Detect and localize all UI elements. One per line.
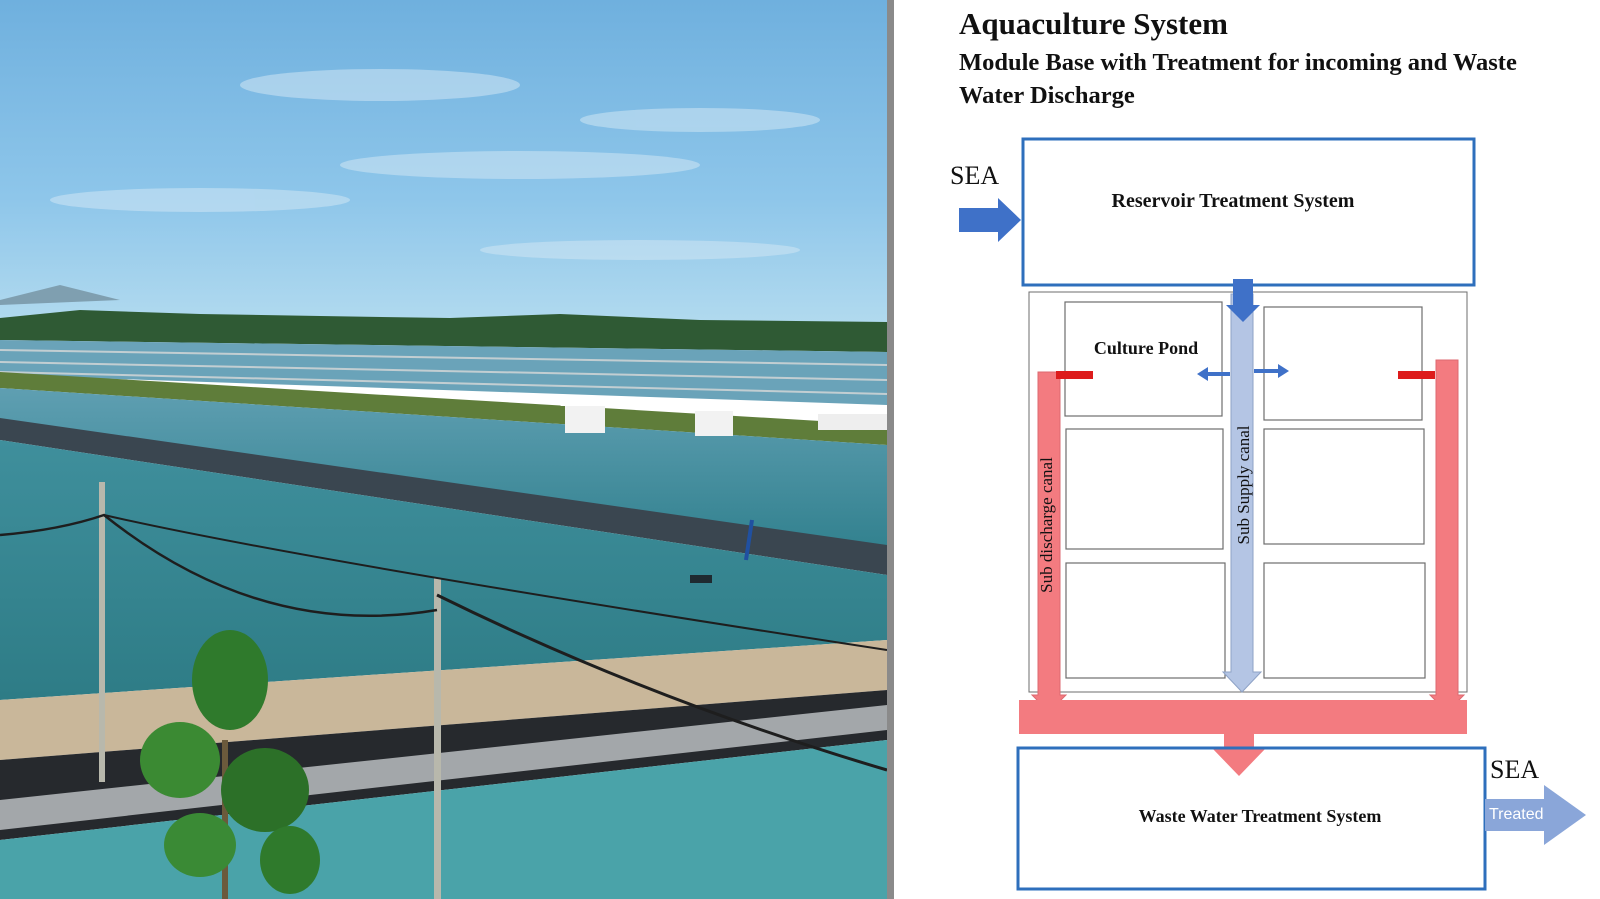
diagram-title: Aquaculture System xyxy=(959,6,1228,41)
reservoir-label: Reservoir Treatment System xyxy=(1112,190,1355,212)
sub-discharge-label: Sub discharge canal xyxy=(1037,457,1056,593)
sea-inflow-arrow xyxy=(959,198,1021,242)
clouds xyxy=(50,69,820,260)
waste-water-label: Waste Water Treatment System xyxy=(1139,806,1382,826)
sea-outflow-label: SEA xyxy=(1490,755,1539,784)
flow-diagram: Reservoir Treatment System SEA Culture P… xyxy=(950,137,1586,891)
sea-inflow-label: SEA xyxy=(950,161,999,190)
supply-entry-arrow xyxy=(1226,279,1260,322)
treated-label: Treated xyxy=(1489,806,1544,823)
treated-outflow-arrow xyxy=(1485,785,1586,845)
panel-divider xyxy=(887,0,894,899)
discharge-valve-left xyxy=(1056,371,1093,379)
culture-pond-2 xyxy=(1263,306,1423,421)
culture-pond-5 xyxy=(1065,562,1226,679)
aerator xyxy=(690,519,754,583)
far-pond-dikes xyxy=(0,349,887,395)
supply-arrow-left xyxy=(1197,367,1230,381)
foam-line xyxy=(0,705,887,830)
discharge-to-waste-arrow xyxy=(1212,726,1266,776)
culture-pond-label: Culture Pond xyxy=(1094,338,1198,358)
culture-pond-6 xyxy=(1263,562,1426,679)
sandy-dike xyxy=(0,640,887,760)
pond-huts xyxy=(560,396,887,436)
tree-line xyxy=(0,310,887,352)
diagram-subtitle: Module Base with Treatment for incoming … xyxy=(959,49,1517,109)
discharge-valve-right xyxy=(1398,371,1435,379)
sub-supply-label: Sub Supply canal xyxy=(1234,425,1253,544)
aquaculture-ponds-photo xyxy=(0,0,887,899)
tree xyxy=(140,630,320,899)
sub-discharge-canal-right xyxy=(1428,359,1466,713)
aquaculture-system-diagram: Aquaculture System Module Base with Trea… xyxy=(894,0,1600,899)
reservoir-treatment-box xyxy=(1021,137,1476,287)
grass-dike xyxy=(0,372,887,445)
sub-supply-canal xyxy=(1221,293,1263,693)
utility-poles xyxy=(0,482,887,899)
culture-pond-4 xyxy=(1263,428,1425,545)
distant-hills xyxy=(0,285,120,305)
pond-liner-dike xyxy=(0,418,887,575)
culture-pond-3 xyxy=(1065,428,1224,550)
culture-pond-1 xyxy=(1064,301,1223,417)
supply-arrow-right xyxy=(1254,364,1289,378)
